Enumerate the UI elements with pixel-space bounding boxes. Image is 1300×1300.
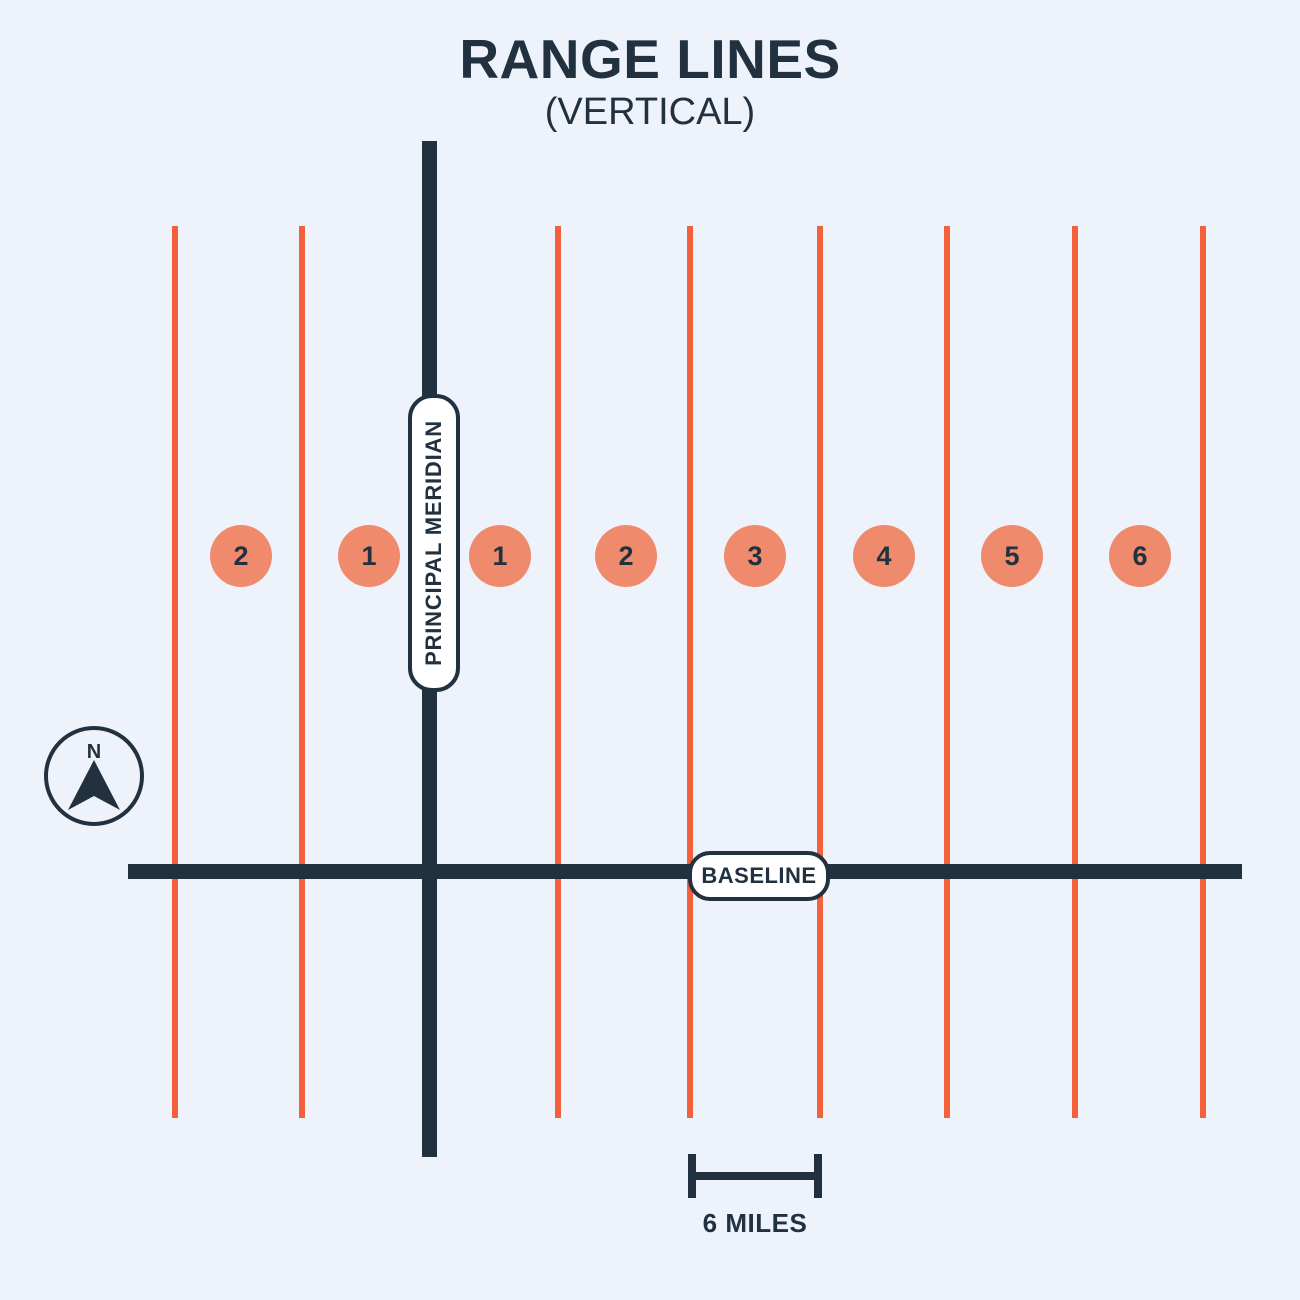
range-circle-label: 6 <box>1132 540 1148 571</box>
range-circle-label: 4 <box>876 540 892 571</box>
range-line-8 <box>1200 226 1206 1118</box>
scale-bar-label: 6 MILES <box>702 1208 808 1238</box>
range-circle-east-3: 3 <box>724 525 786 587</box>
range-line-7 <box>1072 226 1078 1118</box>
range-circle-label: 2 <box>233 540 249 571</box>
page-title: RANGE LINES <box>459 28 841 90</box>
range-line-4 <box>687 226 693 1118</box>
range-circle-label: 1 <box>492 540 508 571</box>
scale-bar <box>688 1154 822 1198</box>
page-subtitle: (VERTICAL) <box>544 91 756 134</box>
range-circle-east-6: 6 <box>1109 525 1171 587</box>
range-circle-east-2: 2 <box>595 525 657 587</box>
range-line-5 <box>817 226 823 1118</box>
scale-bar-line <box>688 1172 822 1180</box>
range-circle-label: 1 <box>361 540 377 571</box>
range-circle-east-5: 5 <box>981 525 1043 587</box>
range-circle-label: 2 <box>618 540 634 571</box>
compass-icon: N <box>44 726 144 826</box>
range-circle-west-2: 2 <box>210 525 272 587</box>
range-circle-west-1: 1 <box>338 525 400 587</box>
range-circle-east-1: 1 <box>469 525 531 587</box>
compass-needle-icon <box>68 760 120 810</box>
range-circle-label: 5 <box>1004 540 1020 571</box>
baseline-label-badge: BASELINE <box>688 851 830 901</box>
principal-meridian-label-badge: PRINCIPAL MERIDIAN <box>408 394 460 692</box>
range-line-1 <box>172 226 178 1118</box>
scale-bar-cap-left <box>688 1154 696 1198</box>
principal-meridian-label: PRINCIPAL MERIDIAN <box>421 420 447 666</box>
range-circle-east-4: 4 <box>853 525 915 587</box>
compass-north-label: N <box>87 741 101 763</box>
baseline-line <box>128 864 1242 879</box>
range-line-2 <box>299 226 305 1118</box>
range-circle-label: 3 <box>747 540 763 571</box>
baseline-label: BASELINE <box>701 863 817 888</box>
scale-bar-cap-right <box>814 1154 822 1198</box>
range-line-6 <box>944 226 950 1118</box>
range-line-3 <box>555 226 561 1118</box>
title-block: RANGE LINES (VERTICAL) <box>0 28 1300 137</box>
